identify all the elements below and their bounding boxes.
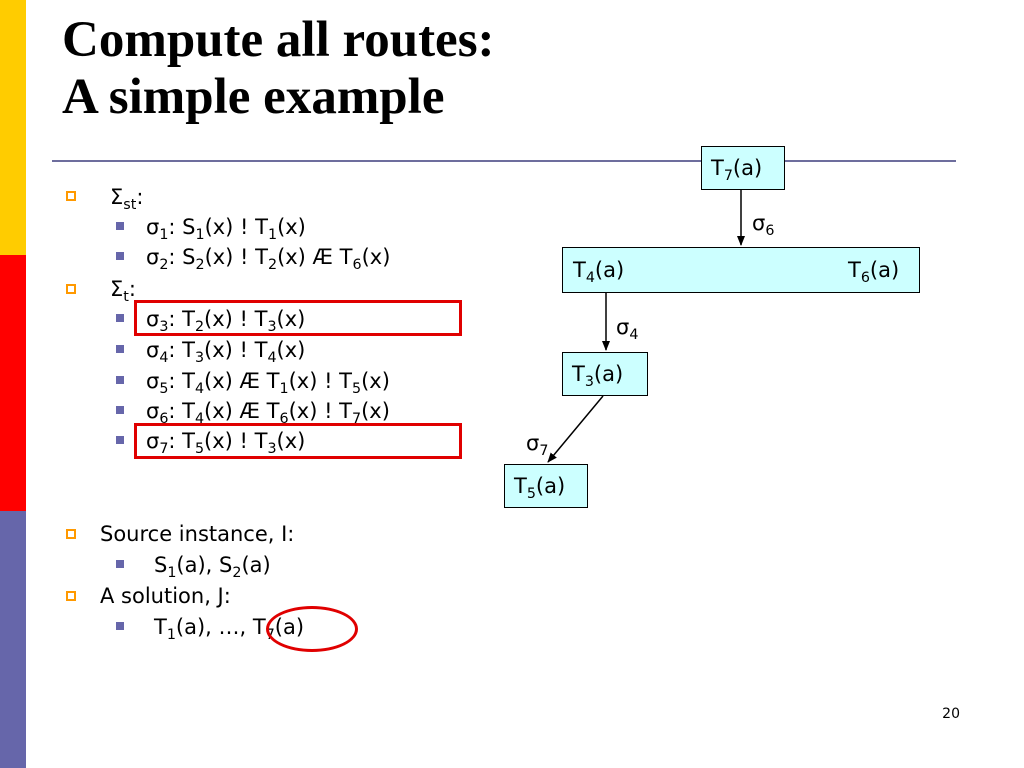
bullet-square-icon [66,191,76,201]
dependency-sigma-7: σ7: T5(x) ! T3(x) [146,429,306,457]
edge-sigma-7-arrow [547,395,604,463]
bullet-square-icon [66,529,76,539]
sigma-t-heading: Σt: [110,277,136,305]
bullet-small-square-icon [116,622,124,630]
title-line-2: A simple example [62,69,445,125]
dependency-sigma-1: σ1: S1(x) ! T1(x) [146,215,306,243]
dependency-sigma-6: σ6: T4(x) Æ T6(x) ! T7(x) [146,399,390,427]
bullet-small-square-icon [116,345,124,353]
sigma-st-heading: Σst: [110,185,144,213]
node-label-t4: T4(a) [573,258,625,286]
node-label-t6: T6(a) [848,258,900,286]
bullet-small-square-icon [116,376,124,384]
source-instance-facts: S1(a), S2(a) [154,553,271,581]
dependency-sigma-2: σ2: S2(x) ! T2(x) Æ T6(x) [146,245,391,273]
highlight-box-sigma-3 [134,300,462,336]
dependency-sigma-5: σ5: T4(x) Æ T1(x) ! T5(x) [146,369,390,397]
highlight-ellipse-t7 [266,606,358,652]
bullet-small-square-icon [116,436,124,444]
bullet-small-square-icon [116,314,124,322]
dependency-sigma-3: σ3: T2(x) ! T3(x) [146,307,306,335]
bullet-small-square-icon [116,406,124,414]
solution-heading: A solution, J: [100,584,231,608]
accent-stripe-yellow [0,0,26,255]
tree-node-t3: T3(a) [562,352,648,396]
edge-label-sigma-4: σ4 [616,315,639,343]
accent-stripe-purple [0,511,26,768]
edge-label-sigma-6: σ6 [752,211,775,239]
tree-node-t5: T5(a) [504,464,588,508]
source-instance-heading: Source instance, I: [100,522,295,546]
bullet-small-square-icon [116,252,124,260]
accent-stripe-red [0,255,26,511]
highlight-box-sigma-7 [134,423,462,459]
bullet-small-square-icon [116,222,124,230]
title-line-1: Compute all routes: [62,12,495,68]
bullet-square-icon [66,591,76,601]
tree-node-t4-t6: T4(a) T6(a) [562,247,920,293]
edge-label-sigma-7: σ7 [526,431,549,459]
dependency-sigma-4: σ4: T3(x) ! T4(x) [146,338,306,366]
bullet-small-square-icon [116,560,124,568]
title-divider [52,160,956,162]
page-number: 20 [942,706,960,722]
tree-node-t7: T7(a) [701,146,785,190]
slide-title: Compute all routes: A simple example [62,12,495,126]
bullet-square-icon [66,284,76,294]
